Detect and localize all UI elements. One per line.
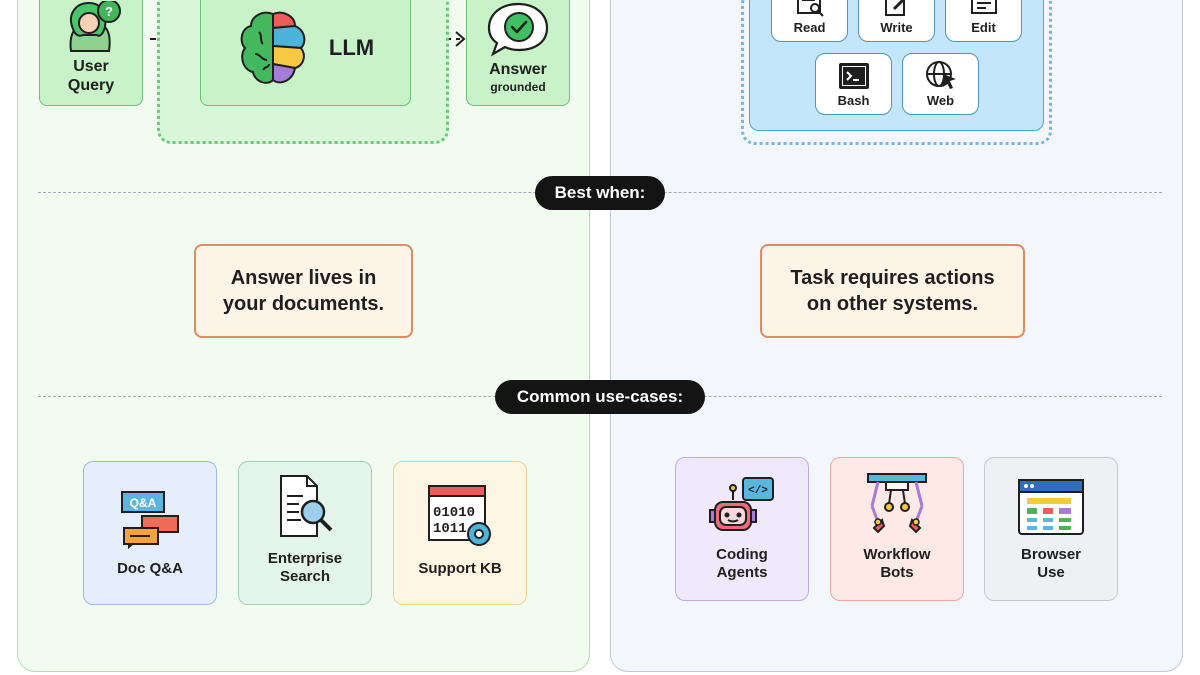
best-when-left-line1: Answer lives in: [230, 267, 377, 289]
chat-bubbles-icon: Q&A: [121, 491, 179, 549]
best-when-pill: Best when:: [535, 176, 665, 210]
svg-text:Q&A: Q&A: [130, 496, 157, 510]
answer-card: Answer grounded: [466, 0, 570, 106]
robotic-arms-icon: [867, 473, 927, 534]
svg-text:1011: 1011: [433, 521, 467, 537]
best-when-right-note: Task requires actions on other systems.: [760, 244, 1025, 338]
best-when-left-note: Answer lives in your documents.: [194, 244, 413, 338]
svg-text:01010: 01010: [433, 505, 475, 521]
tool-edit: Edit: [945, 0, 1022, 42]
best-when-left-line2: your documents.: [222, 293, 385, 315]
tool-edit-label: Edit: [971, 20, 996, 35]
answer-subtitle: grounded: [490, 80, 546, 94]
use-case-workflow-bots: Workflow Bots: [830, 457, 964, 601]
check-bubble-icon: [487, 2, 549, 57]
best-when-right-line1: Task requires actions: [790, 267, 995, 289]
tool-read-label: Read: [793, 20, 826, 35]
use-case-doc-qa: Q&A Doc Q&A: [83, 461, 217, 605]
browser-window-icon: [1018, 479, 1084, 535]
write-icon: [884, 0, 905, 16]
use-case-support-kb-label: Support KB: [418, 560, 502, 577]
document-search-icon: [280, 475, 333, 537]
svg-text:</>: </>: [748, 485, 768, 497]
binary-gear-icon: 01010 1011: [428, 485, 491, 546]
brain-icon: [240, 11, 306, 84]
use-case-enterprise-search-label: Enterprise Search: [267, 550, 343, 585]
use-case-browser-use-label: Browser Use: [1020, 546, 1082, 581]
use-case-coding-agents: </> Coding Agents: [675, 457, 809, 601]
use-case-enterprise-search: Enterprise Search: [238, 461, 372, 605]
tool-bash: Bash: [815, 53, 892, 115]
tool-bash-label: Bash: [837, 93, 870, 108]
tool-write-label: Write: [880, 20, 913, 35]
tool-write: Write: [858, 0, 935, 42]
use-cases-pill: Common use-cases:: [495, 380, 705, 414]
use-case-doc-qa-label: Doc Q&A: [117, 560, 183, 577]
best-when-right-line2: on other systems.: [806, 293, 979, 315]
tool-web-label: Web: [926, 93, 955, 108]
user-query-line1: User: [73, 58, 109, 75]
use-case-coding-agents-label: Coding Agents: [716, 546, 768, 581]
answer-title: Answer: [489, 61, 547, 78]
edit-icon: [970, 0, 997, 14]
use-case-browser-use: Browser Use: [984, 457, 1118, 601]
user-question-icon: ?: [69, 1, 121, 52]
globe-cursor-icon: [925, 61, 956, 89]
tools-dotted-frame: [741, 0, 1052, 145]
use-case-support-kb: 01010 1011 Support KB: [393, 461, 527, 605]
use-case-workflow-bots-label: Workflow Bots: [863, 546, 931, 581]
tool-read: Read: [771, 0, 848, 42]
robot-icon: </>: [709, 477, 774, 531]
user-query-card: ? User Query: [39, 0, 143, 106]
user-query-line2: Query: [67, 77, 115, 94]
llm-card: LLM: [200, 0, 411, 106]
read-icon: [796, 0, 824, 17]
svg-text:?: ?: [105, 4, 113, 19]
llm-label: LLM: [328, 35, 375, 60]
terminal-icon: [838, 63, 869, 89]
tool-web: Web: [902, 53, 979, 115]
